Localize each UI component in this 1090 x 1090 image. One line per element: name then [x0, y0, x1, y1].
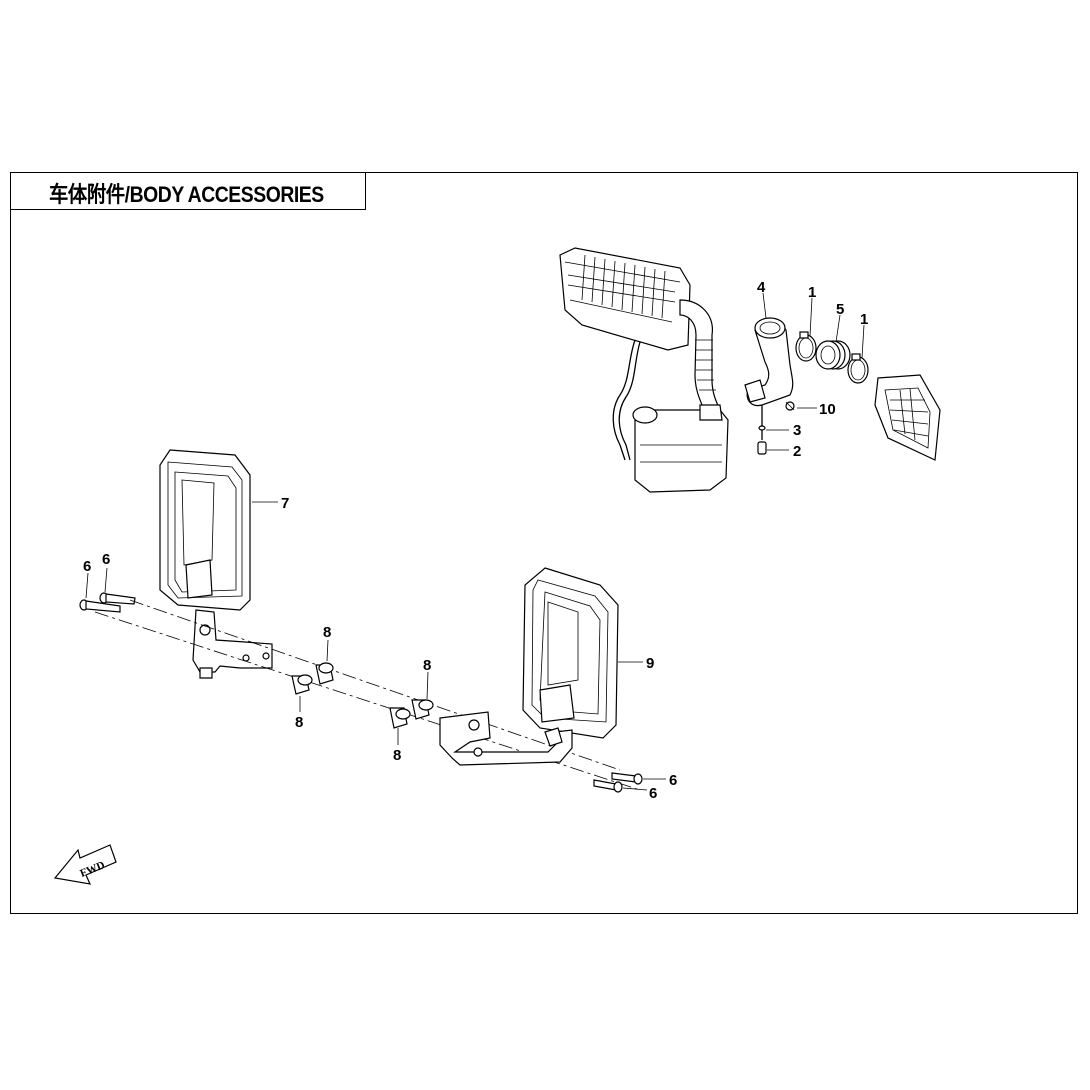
callout-3: 3	[793, 422, 801, 439]
part-8-spacer-a	[315, 662, 334, 685]
callout-8d: 8	[393, 747, 401, 764]
part-6-bolt-b	[99, 592, 136, 605]
callout-6b: 6	[102, 551, 110, 568]
part-6-bolt-a	[79, 599, 121, 613]
callout-6c: 6	[669, 772, 677, 789]
drawing-frame	[10, 172, 1078, 914]
right-mirror-bracket	[439, 711, 573, 766]
part-9-right-mirror	[522, 567, 619, 739]
part-1-clamp-right	[847, 353, 869, 384]
part-1-clamp-left	[795, 331, 817, 362]
part-6-bolt-d	[593, 779, 623, 793]
callout-6a: 6	[83, 558, 91, 575]
fwd-direction-arrow: FWD	[53, 844, 117, 885]
part-10-screw	[785, 401, 795, 411]
air-box-assembly	[559, 247, 729, 493]
callout-5: 5	[836, 301, 844, 318]
leader-lines-airbox	[762, 292, 865, 451]
callout-8a: 8	[323, 624, 331, 641]
page-title: 车体附件/BODY ACCESSORIES	[49, 182, 324, 207]
part-3-pin	[758, 405, 766, 440]
part-6-bolt-c	[611, 772, 643, 785]
callout-8c: 8	[423, 657, 431, 674]
part-8-spacer-b	[291, 674, 313, 695]
part-8-spacer-d	[389, 707, 411, 729]
callout-4: 4	[757, 279, 766, 296]
left-mirror-bracket	[192, 609, 273, 679]
part-5-bellow	[815, 340, 851, 370]
filter-cover	[874, 374, 941, 461]
part-2-cap	[757, 441, 767, 455]
callout-9: 9	[646, 655, 654, 672]
callout-10: 10	[819, 401, 836, 418]
callout-1c: 1	[860, 311, 868, 328]
callout-8b: 8	[295, 714, 303, 731]
callout-7: 7	[281, 495, 289, 512]
callout-6d: 6	[649, 785, 657, 802]
title-box: 车体附件/BODY ACCESSORIES	[10, 172, 366, 210]
callout-1a: 1	[808, 284, 816, 301]
part-8-spacer-c	[411, 699, 434, 720]
callout-2: 2	[793, 443, 801, 460]
leader-lines-mirrors	[85, 501, 666, 791]
part-4-elbow-duct	[744, 317, 794, 407]
callout-labels: 1 4 5 1 10 3 2 7 6 6 8 8 8 8 9 6 6	[83, 279, 868, 802]
part-7-left-mirror	[159, 449, 251, 611]
